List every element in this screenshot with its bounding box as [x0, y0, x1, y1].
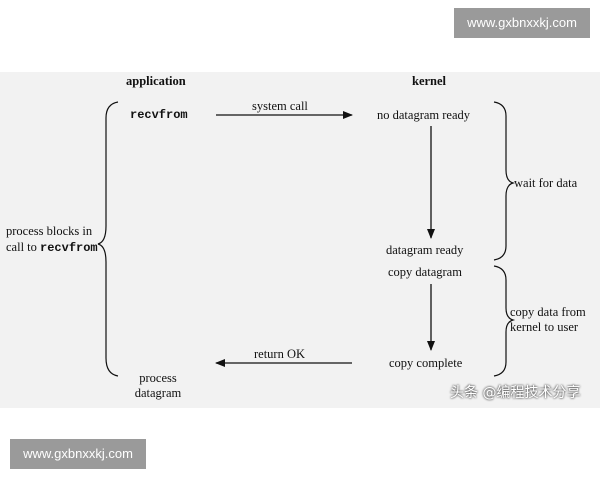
wait-for-data-label: wait for data — [514, 176, 578, 190]
copy-phase-line-2: kernel to user — [510, 320, 579, 334]
no-datagram-ready: no datagram ready — [377, 108, 471, 122]
left-brace-recvfrom: recvfrom — [40, 241, 98, 255]
copy-complete: copy complete — [389, 356, 463, 370]
watermark-bottom: www.gxbnxxkj.com — [10, 439, 146, 469]
left-brace — [97, 101, 119, 377]
watermark-top: www.gxbnxxkj.com — [454, 8, 590, 38]
copy-datagram: copy datagram — [388, 265, 462, 279]
recvfrom-call: recvfrom — [130, 108, 188, 122]
application-heading: application — [126, 74, 186, 88]
left-brace-label-line-1: process blocks in — [6, 224, 93, 238]
process-line-2: datagram — [134, 386, 182, 400]
diagram-background — [0, 72, 600, 408]
datagram-ready: datagram ready — [386, 243, 464, 257]
process-line-1: process — [139, 371, 177, 385]
left-brace-label-line-2: call to recvfrom — [6, 240, 98, 256]
process-datagram-label: process datagram — [118, 371, 198, 401]
system-call-label: system call — [252, 99, 308, 113]
copy-brace — [493, 265, 516, 377]
left-brace-prefix: call to — [6, 240, 41, 254]
copy-phase-line-1: copy data from — [510, 305, 586, 319]
return-ok-label: return OK — [254, 347, 306, 361]
kernel-heading: kernel — [412, 74, 447, 88]
wait-brace — [493, 101, 516, 261]
source-tag: 头条 @编程技术分享 — [450, 385, 581, 401]
